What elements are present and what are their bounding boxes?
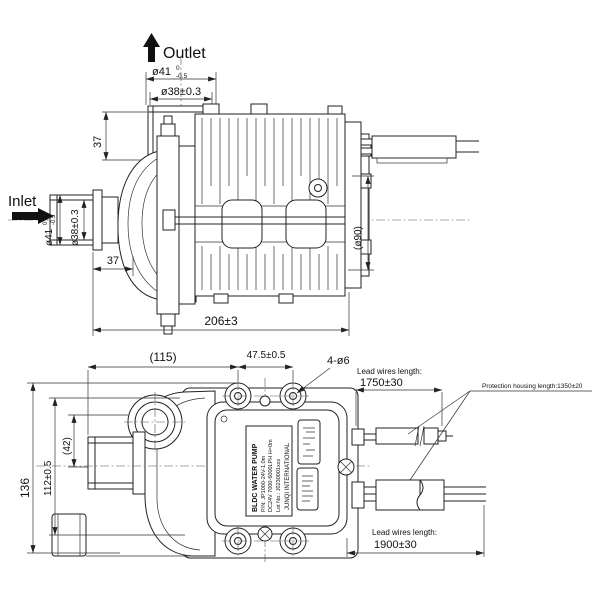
outlet-height-text: 37 bbox=[92, 136, 104, 148]
holes-note-callout: 4-ø6 bbox=[296, 355, 350, 394]
upper-wire-label: Lead wires length: bbox=[357, 367, 422, 376]
inlet-length-dimension: 37 bbox=[92, 252, 134, 336]
hole-span-text: 47.5±0.5 bbox=[247, 350, 286, 361]
inlet-label: Inlet bbox=[8, 193, 37, 210]
overall-length-dimension: 206±3 bbox=[92, 292, 350, 336]
offset-42-dimension: (42) bbox=[62, 414, 128, 468]
width-136-text: 136 bbox=[18, 478, 32, 498]
protection-housing-text: Protection housing length:1350±20 bbox=[482, 383, 583, 390]
offset-42-text: (42) bbox=[62, 437, 73, 455]
outlet-dia1-text: ø41 bbox=[152, 66, 171, 78]
lower-cable bbox=[351, 479, 486, 511]
inlet-dia1-text: ø41 bbox=[44, 228, 55, 246]
outlet-tol-lo: -0.5 bbox=[176, 73, 188, 80]
motor-fins-lower bbox=[201, 246, 338, 290]
mount-112-dimension: 112±0.5 bbox=[43, 397, 185, 536]
phillips-screw-bottom bbox=[257, 526, 273, 542]
phillips-screw-right bbox=[337, 458, 355, 476]
inlet-pipe-plan bbox=[87, 431, 146, 495]
nameplate: BLDC WATER PUMP P/N: JP1000-24V-1.0m DC2… bbox=[245, 425, 293, 517]
connector-housing bbox=[360, 135, 479, 164]
nameplate-brand: JUNQI INTERNATIONAL bbox=[285, 442, 291, 510]
motor-end-bell bbox=[344, 121, 372, 289]
body-diameter-dimension: (ø90) bbox=[348, 175, 374, 271]
outlet-height-dimension: 37 bbox=[92, 111, 147, 161]
lower-wire-dimension: Lead wires length: 1900±30 bbox=[346, 505, 485, 557]
motor-body bbox=[162, 103, 366, 304]
mounting-ear-bottom-left bbox=[224, 526, 252, 557]
side-view: Outlet ø41 0 -0.5 ø38±0.3 bbox=[8, 33, 479, 336]
top-center-screw bbox=[259, 395, 271, 407]
plan-view: BLDC WATER PUMP P/N: JP1000-24V-1.0m DC2… bbox=[18, 350, 592, 562]
protection-housing-callout: Protection housing length:1350±20 bbox=[403, 383, 592, 490]
nameplate-lot: Lot No.: J0230001xxx bbox=[276, 459, 282, 512]
upper-wire-value: 1750±30 bbox=[360, 377, 403, 389]
inlet-dia2-text: ø38±0.3 bbox=[70, 209, 81, 246]
outlet-dia2-dimension: ø38±0.3 bbox=[149, 86, 213, 105]
body-diameter-text: (ø90) bbox=[353, 226, 364, 250]
inlet-arrow-icon bbox=[12, 208, 54, 224]
motor-fins-upper bbox=[201, 118, 338, 204]
lower-wire-label: Lead wires length: bbox=[372, 528, 437, 537]
certification-label bbox=[296, 467, 319, 511]
offset-115-text: (115) bbox=[149, 350, 176, 364]
nameplate-spec: DC24V 7000-6000LPH H=0m bbox=[268, 439, 274, 512]
width-136-dimension: 136 bbox=[18, 382, 240, 554]
hole-span-dimension: 47.5±0.5 bbox=[237, 350, 294, 381]
inlet-tol-hi: 0 bbox=[43, 221, 49, 225]
outlet-dia2-text: ø38±0.3 bbox=[161, 86, 201, 98]
upper-wire-dimension: Lead wires length: 1750±30 bbox=[355, 367, 443, 426]
volute-plan bbox=[124, 390, 216, 557]
inlet-dia2-dimension: ø38±0.3 bbox=[70, 199, 87, 246]
outlet-label: Outlet bbox=[163, 45, 206, 62]
lower-wire-value: 1900±30 bbox=[374, 539, 417, 551]
upper-cable bbox=[351, 425, 453, 447]
overall-length-text: 206±3 bbox=[204, 314, 238, 328]
offset-115-dimension: (115) bbox=[87, 350, 239, 435]
outlet-dia1-dimension: ø41 0 -0.5 bbox=[145, 65, 217, 105]
nameplate-part-no: P/N: JP1000-24V-1.0m bbox=[261, 455, 267, 512]
holes-note-text: 4-ø6 bbox=[327, 355, 350, 367]
mount-112-text: 112±0.5 bbox=[43, 460, 54, 496]
tie-rod-nut-left bbox=[162, 209, 176, 231]
inlet-length-text: 37 bbox=[107, 255, 119, 267]
inlet-tol-lo: -0.5 bbox=[51, 214, 57, 225]
barcode-label bbox=[297, 419, 321, 465]
outlet-arrow-icon bbox=[143, 33, 160, 62]
inlet-dia1-dimension: ø41 0 -0.5 bbox=[43, 194, 63, 246]
outlet-tol-hi: 0 bbox=[176, 65, 180, 72]
nameplate-product: BLDC WATER PUMP bbox=[252, 443, 259, 512]
